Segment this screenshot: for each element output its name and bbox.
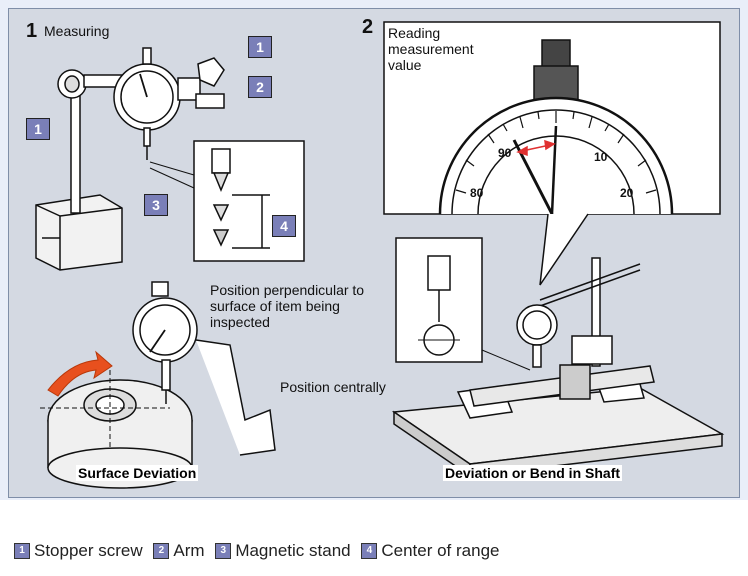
callout-magnetic-stand: 3 — [144, 194, 168, 216]
legend-label-2: Arm — [173, 541, 204, 560]
callout-center-range: 4 — [272, 215, 296, 237]
section-1-title: Measuring — [44, 24, 109, 39]
center-range-detail — [150, 141, 304, 261]
legend-num-4: 4 — [361, 543, 377, 559]
legend-label-4: Center of range — [381, 541, 499, 560]
dial-label-20: 20 — [620, 186, 633, 200]
section-2-title: Reading measurement value — [388, 25, 508, 73]
legend-num-3: 3 — [215, 543, 231, 559]
annotation-perpendicular: Position perpendicular to surface of ite… — [210, 282, 385, 330]
dial-label-80: 80 — [470, 186, 483, 200]
callout-arm: 2 — [248, 76, 272, 98]
shaft-setup-drawing — [394, 238, 722, 476]
caption-surface-deviation: Surface Deviation — [76, 465, 198, 481]
legend: 1Stopper screw 2Arm 3Magnetic stand 4Cen… — [14, 540, 505, 561]
section-1-number: 1 — [26, 20, 37, 43]
legend-num-2: 2 — [153, 543, 169, 559]
legend-label-1: Stopper screw — [34, 541, 143, 560]
legend-num-1: 1 — [14, 543, 30, 559]
illustration — [0, 0, 748, 500]
legend-label-3: Magnetic stand — [235, 541, 350, 560]
legend-bar — [0, 500, 748, 576]
annotation-centrally: Position centrally — [280, 380, 386, 395]
callout-stopper-left: 1 — [26, 118, 50, 140]
dial-label-90: 90 — [498, 146, 511, 160]
callout-stopper-right: 1 — [248, 36, 272, 58]
dial-label-10: 10 — [594, 150, 607, 164]
caption-shaft-deviation: Deviation or Bend in Shaft — [443, 465, 622, 481]
section-2-number: 2 — [362, 16, 373, 39]
